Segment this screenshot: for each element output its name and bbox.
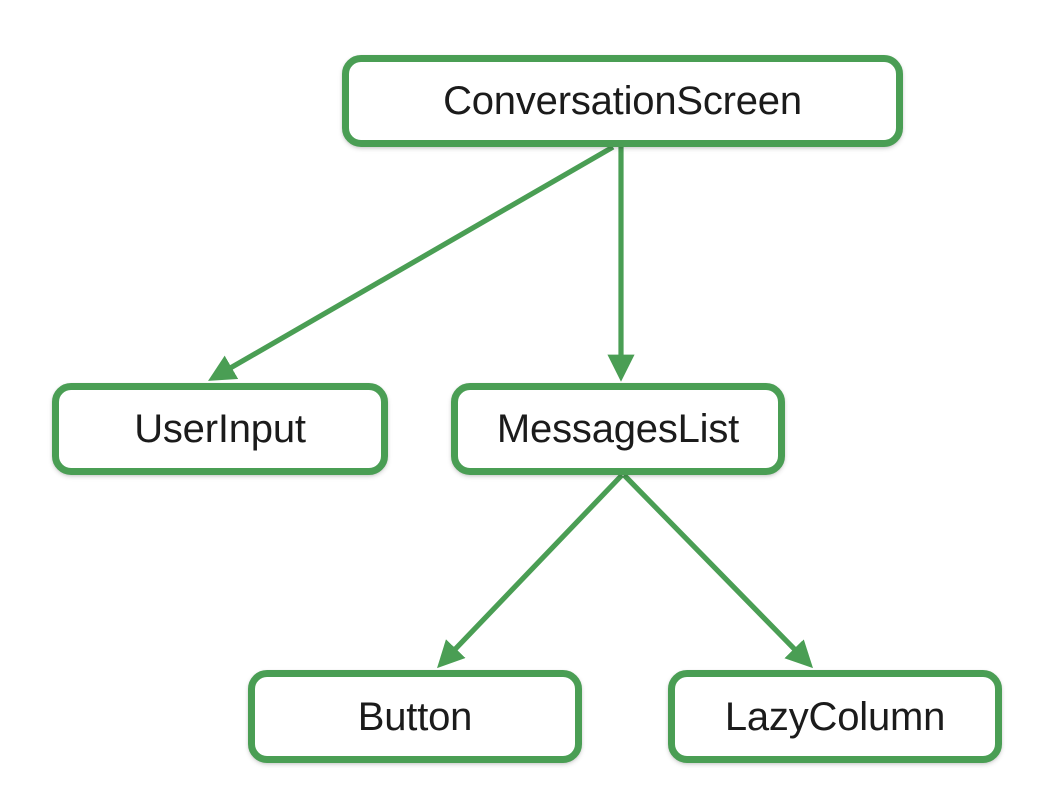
node-label: ConversationScreen [443,79,802,123]
edge-messageslist-button [437,473,624,669]
node-label: UserInput [134,407,306,451]
edge-conversationscreen-userinput [208,144,615,381]
node-button[interactable]: Button [248,670,582,763]
node-messageslist[interactable]: MessagesList [451,383,785,475]
edge-messageslist-lazycolumn [622,473,814,669]
node-label: Button [357,694,473,739]
node-label: MessagesList [496,407,740,451]
node-userinput[interactable]: UserInput [52,383,388,475]
node-label: LazyColumn [724,694,946,739]
node-lazycolumn[interactable]: LazyColumn [668,670,1002,763]
node-conversationscreen[interactable]: ConversationScreen [342,55,903,147]
